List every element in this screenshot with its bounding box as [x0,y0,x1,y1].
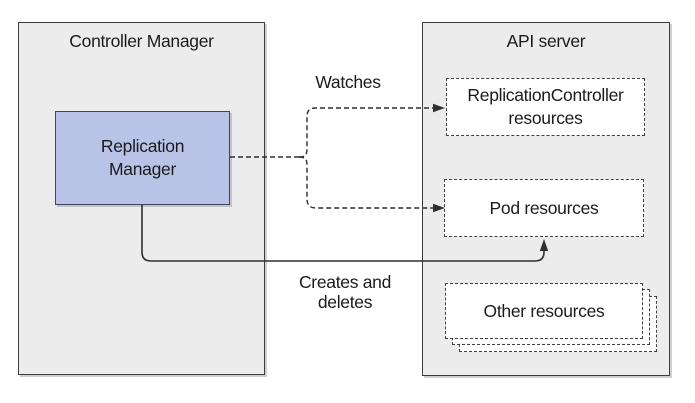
controller-manager-title: Controller Manager [69,31,214,51]
watches-arrow-lower-branch [298,156,433,209]
creates-deletes-label: Creates and deletes [295,272,395,312]
watches-arrow-upper-branch [298,107,433,158]
api-server-title: API server [506,31,586,51]
pod-resources-label: Pod resources [489,197,599,218]
replicationcontroller-resources-label-line1: ReplicationController [467,85,624,105]
creates-deletes-label-line1: Creates and [298,272,392,292]
other-resources-label: Other resources [483,300,605,321]
replicationcontroller-resources-box: ReplicationController resources [446,78,645,136]
replication-manager-label-line2: Manager [109,159,176,179]
pod-resources-box: Pod resources [444,179,644,237]
replication-manager-box: Replication Manager [55,111,230,205]
replicationcontroller-resources-label-line2: resources [508,108,583,128]
creates-deletes-label-line2: deletes [317,292,373,312]
replication-manager-label-line1: Replication [100,136,185,156]
other-resources-box: Other resources [445,283,643,339]
watches-label: Watches [315,72,381,92]
